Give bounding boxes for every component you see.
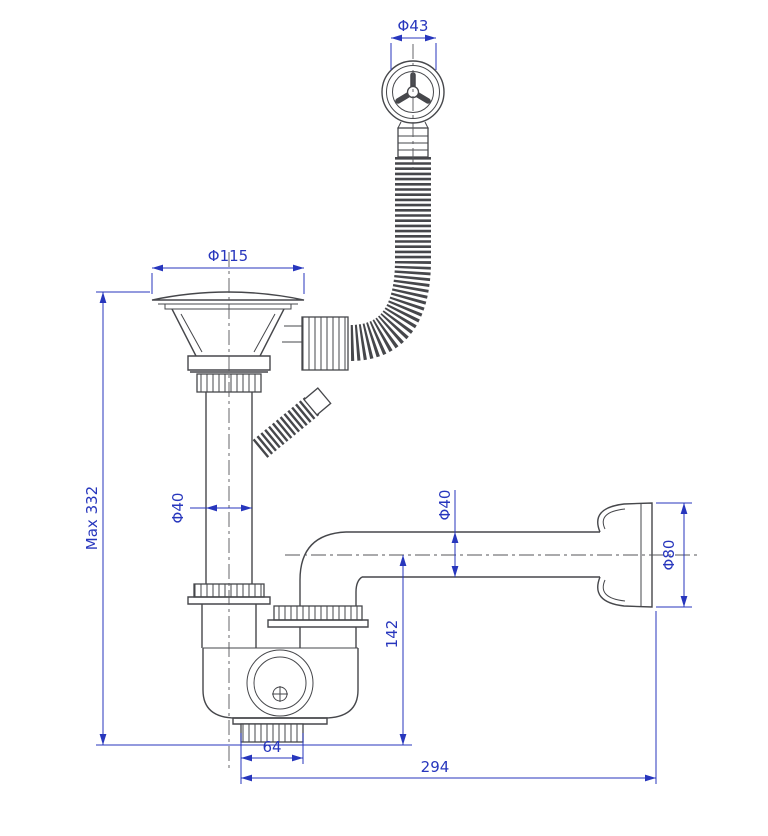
dim-strainer: Φ115: [151, 247, 305, 294]
dim-tailpipe-diameter: Φ40: [169, 493, 252, 524]
dim-label-142: 142: [383, 620, 401, 649]
dim-label-phi40-outlet: Φ40: [436, 490, 454, 521]
dishwasher-branch: [252, 387, 332, 458]
dim-horizontal-reach: 294: [240, 611, 657, 784]
dim-max-height: Max 332: [83, 291, 412, 746]
outlet-pipe: [299, 531, 600, 606]
dim-label-294: 294: [421, 758, 450, 776]
dim-label-phi40-tail: Φ40: [169, 493, 187, 524]
dim-label-phi43: Φ43: [398, 17, 429, 35]
dim-outlet-pipe-diameter: Φ40: [436, 490, 459, 577]
sink-strainer: [151, 291, 305, 393]
dim-label-phi115: Φ115: [208, 247, 248, 265]
overflow-hose: [349, 157, 431, 361]
trap: [187, 583, 369, 743]
tailpipe: [205, 392, 253, 586]
centerlines: [228, 44, 700, 772]
dim-label-64: 64: [262, 738, 281, 756]
overflow-connector: [282, 316, 349, 371]
dim-label-max-332: Max 332: [83, 486, 101, 550]
dim-trap-outlet-width: 64: [241, 733, 304, 764]
dim-trap-depth: 142: [383, 555, 407, 745]
dimensions: Φ43 Φ115 Max 332 Φ40 Φ40 Φ80: [83, 17, 692, 784]
dim-wall-cup-diameter: Φ80: [656, 502, 692, 608]
dim-overflow-cap: Φ43: [390, 17, 437, 70]
dim-label-phi80: Φ80: [660, 540, 678, 571]
